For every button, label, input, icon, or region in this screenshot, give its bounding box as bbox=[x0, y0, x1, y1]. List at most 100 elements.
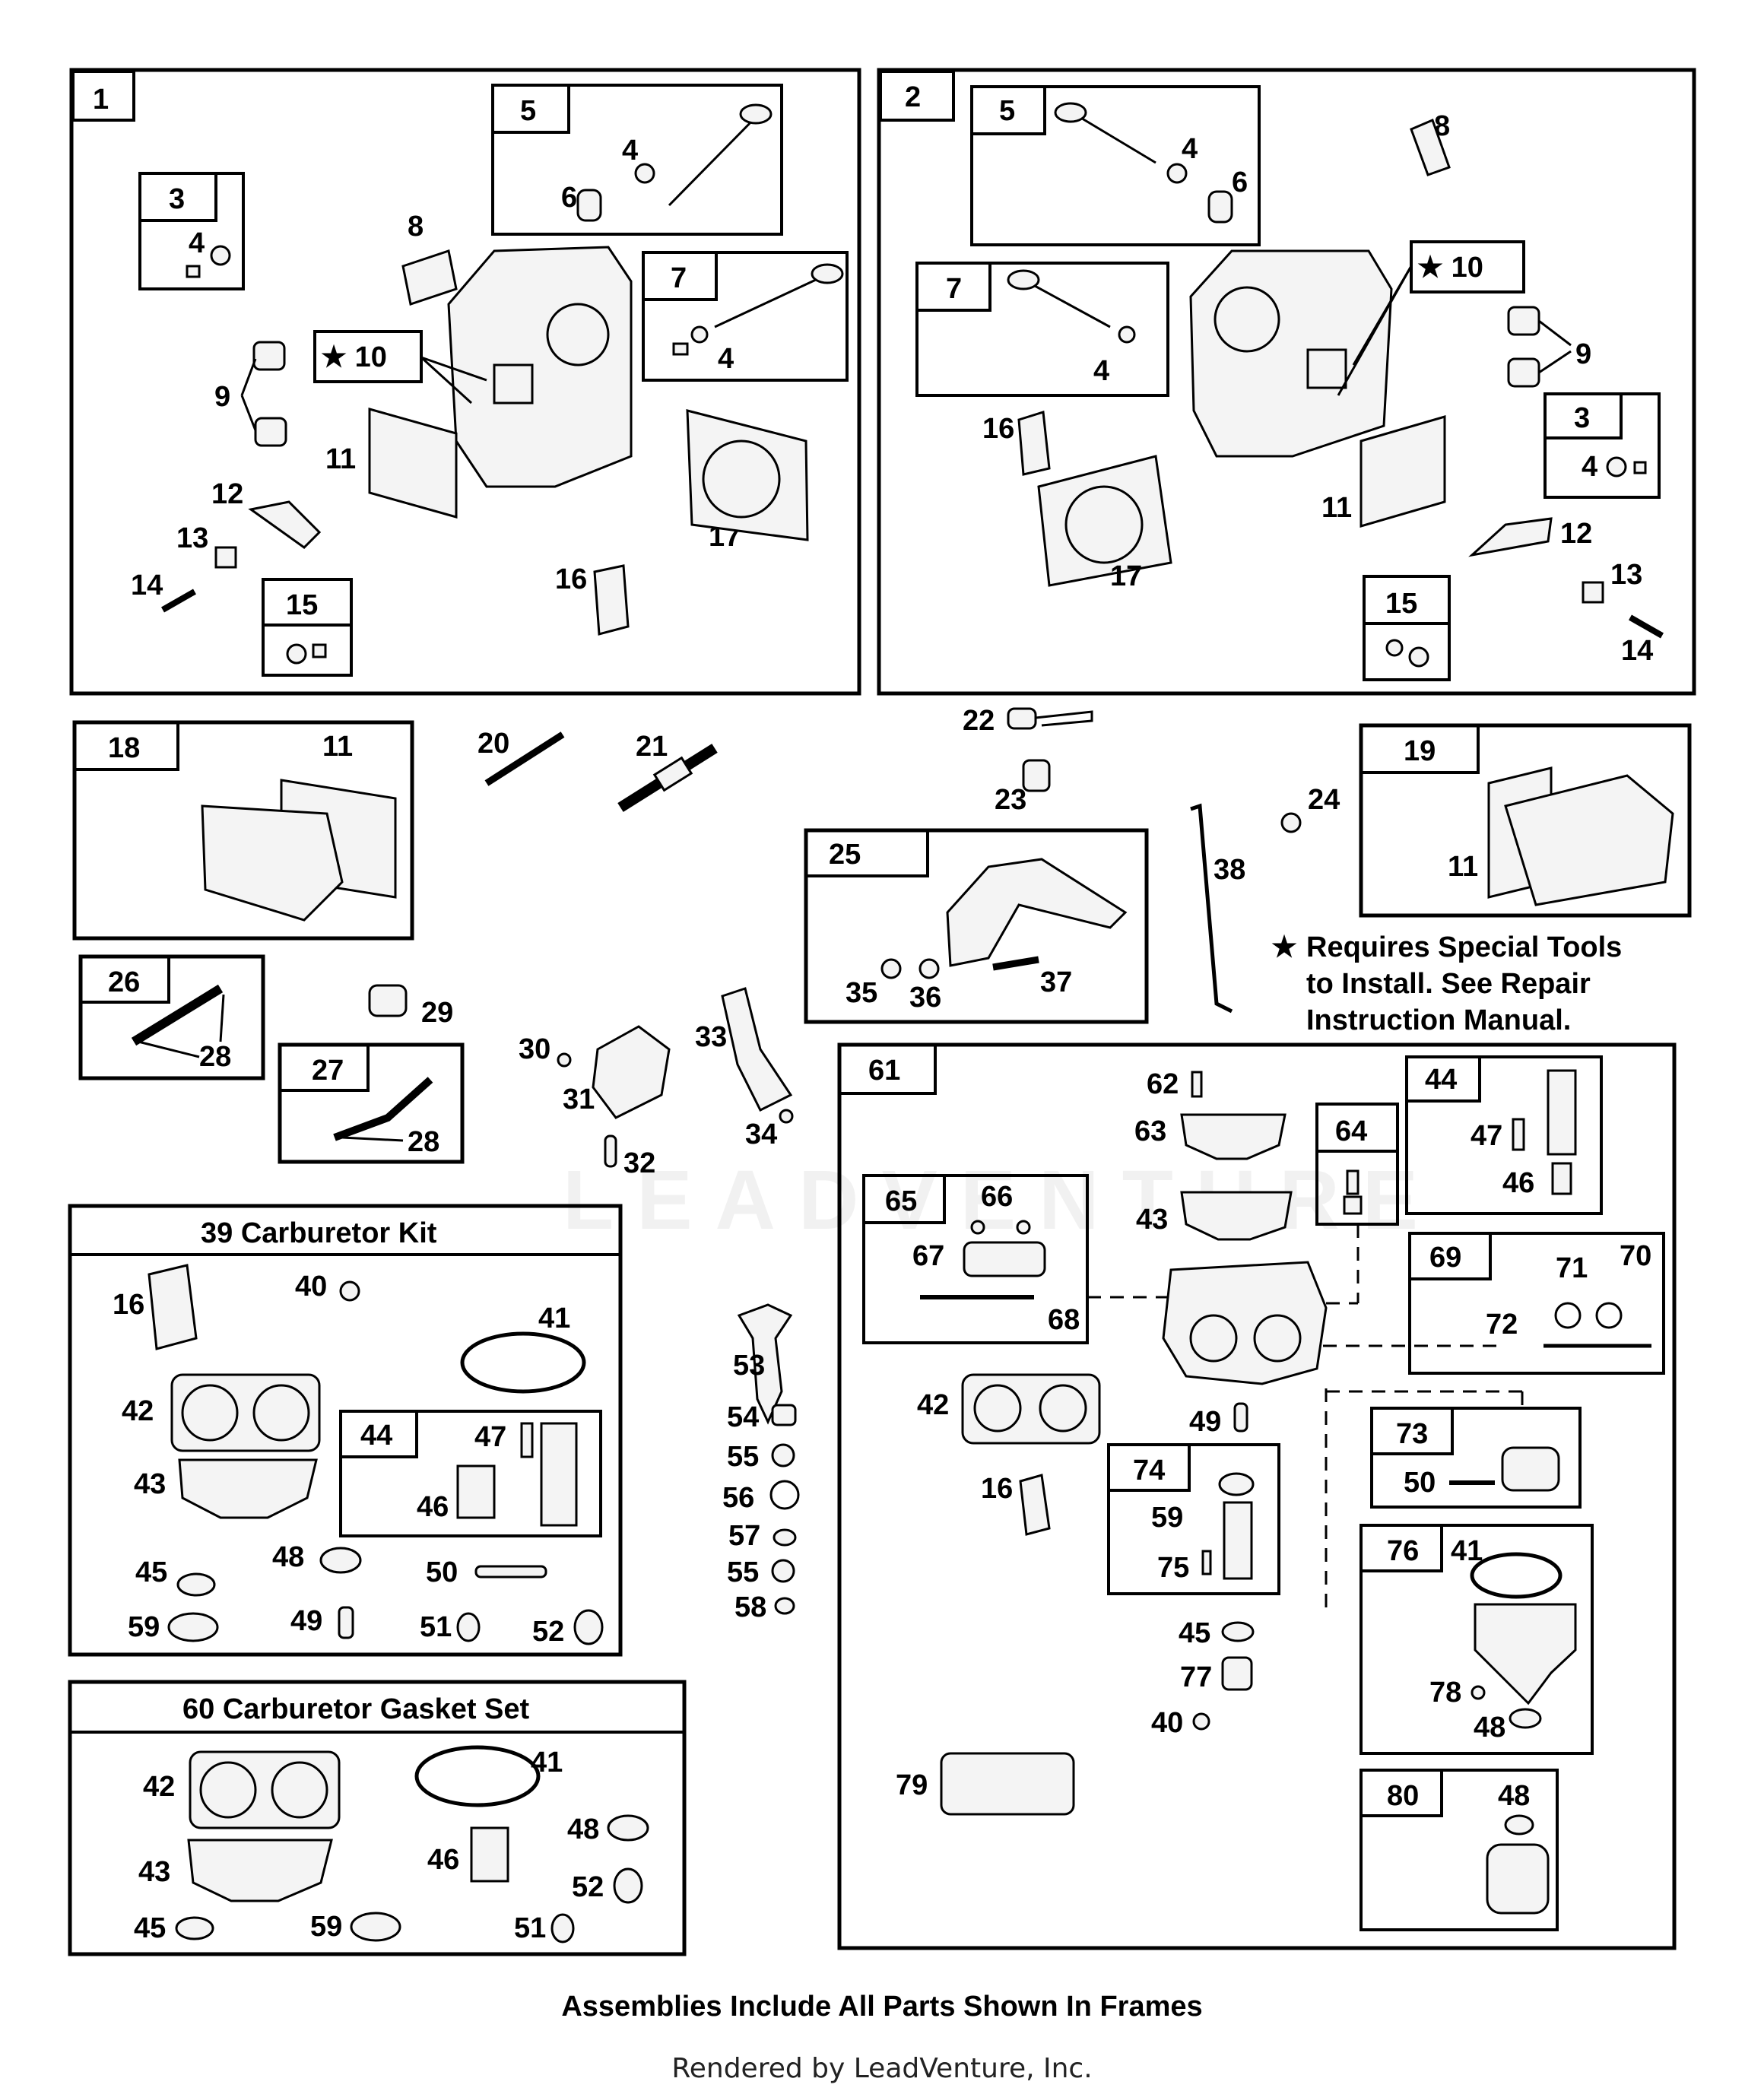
callout-61-46: 46 bbox=[1502, 1167, 1534, 1199]
seal-icon bbox=[1509, 1708, 1542, 1729]
frame-27-fuel-line-assembly[interactable]: 27 28 bbox=[278, 1042, 465, 1164]
rendered-by-credit: Rendered by LeadVenture, Inc. bbox=[671, 2053, 1093, 2084]
callout-f1-6: 6 bbox=[561, 182, 577, 214]
callout-kit-40: 40 bbox=[295, 1271, 327, 1303]
fuel-filter-29[interactable]: 29 bbox=[368, 984, 453, 1029]
rocker-ball-icon bbox=[1582, 581, 1604, 604]
callout-76-48: 48 bbox=[1474, 1712, 1505, 1744]
sub-65-label: 65 bbox=[885, 1185, 917, 1217]
callout-53: 53 bbox=[733, 1350, 765, 1382]
callout-set-52: 52 bbox=[572, 1871, 604, 1903]
callout-kit-51: 51 bbox=[420, 1611, 452, 1643]
loose-parts-20-21[interactable]: 20 21 bbox=[477, 728, 718, 812]
sub-73-label: 73 bbox=[1396, 1418, 1428, 1450]
frame-25-control-bracket-assembly[interactable]: 25 35 36 37 bbox=[804, 828, 1149, 1024]
sub-61-44-label: 44 bbox=[1425, 1064, 1457, 1096]
loose-parts-22-24[interactable]: 22 23 24 bbox=[963, 705, 1340, 833]
seal-icon bbox=[607, 1814, 649, 1842]
air-cleaner-gasket-icon bbox=[1180, 1191, 1293, 1241]
carburetor-gasket-icon bbox=[189, 1750, 341, 1829]
callout-35: 35 bbox=[846, 977, 877, 1009]
callout-27-28: 28 bbox=[408, 1126, 439, 1158]
frame-19-rocker-cover-assembly[interactable]: 19 11 bbox=[1359, 723, 1692, 918]
callout-33: 33 bbox=[695, 1021, 727, 1053]
frame-60-carburetor-gasket-set[interactable]: 60 Carburetor Gasket Set 42 41 43 46 48 … bbox=[68, 1680, 687, 1956]
valve-spring-icon bbox=[252, 341, 286, 371]
rocker-arm-icon bbox=[1468, 517, 1553, 557]
callout-f2-4b: 4 bbox=[1093, 355, 1109, 387]
callout-f1-8: 8 bbox=[408, 211, 424, 243]
screw-icon bbox=[1016, 1220, 1031, 1235]
bracket-33-34[interactable]: 33 34 bbox=[695, 987, 794, 1150]
pin-icon bbox=[604, 1134, 617, 1168]
gasket-plate-icon bbox=[1551, 1162, 1572, 1195]
callout-36: 36 bbox=[909, 982, 941, 1014]
governor-link-38[interactable]: 38 bbox=[1190, 803, 1245, 1014]
callout-f1-9: 9 bbox=[214, 381, 230, 413]
frame-1-cylinder-head-assembly[interactable]: 1 5 4 6 3 4 8 9 ★ 10 bbox=[69, 68, 861, 696]
callout-66: 66 bbox=[981, 1181, 1013, 1213]
rocker-cover-icon bbox=[1504, 774, 1674, 906]
screw-icon bbox=[1201, 1550, 1212, 1575]
frame-26-breather-tube-assembly[interactable]: 26 28 bbox=[78, 954, 265, 1080]
valve-head-icon bbox=[739, 103, 773, 125]
callout-f2-17: 17 bbox=[1110, 560, 1142, 592]
callout-78: 78 bbox=[1429, 1677, 1461, 1709]
callout-set-41: 41 bbox=[531, 1747, 563, 1778]
air-cleaner-gasket-icon bbox=[187, 1839, 333, 1902]
frame-39-carburetor-kit[interactable]: 39 Carburetor Kit 16 40 41 42 43 44 47 4… bbox=[68, 1204, 623, 1657]
carburetor-body-icon bbox=[1162, 1261, 1328, 1385]
washer-icon bbox=[918, 958, 940, 979]
cylinder-head-icon bbox=[447, 246, 633, 488]
intake-gasket-icon bbox=[593, 564, 630, 636]
callout-61-41: 41 bbox=[1451, 1535, 1483, 1567]
frame-2-cylinder-head-assembly[interactable]: 2 5 4 6 8 7 4 ★ 10 9 bbox=[877, 68, 1696, 696]
callout-set-48: 48 bbox=[567, 1813, 599, 1845]
screw-icon bbox=[557, 1052, 572, 1068]
o-ring-set-icon bbox=[1218, 1472, 1255, 1496]
callout-70: 70 bbox=[1620, 1240, 1651, 1272]
callout-f1-12: 12 bbox=[211, 478, 243, 510]
callout-61-49: 49 bbox=[1189, 1406, 1221, 1438]
callout-f1-4c: 4 bbox=[718, 343, 734, 375]
sub-74-label: 74 bbox=[1133, 1455, 1165, 1487]
sub-76-label: 76 bbox=[1387, 1535, 1419, 1567]
fuel-pump-30-32[interactable]: 30 31 32 bbox=[519, 1025, 671, 1179]
seal-icon bbox=[456, 1612, 481, 1642]
callout-77: 77 bbox=[1180, 1661, 1212, 1693]
callout-23: 23 bbox=[995, 784, 1026, 816]
callout-f2-9: 9 bbox=[1575, 338, 1591, 370]
callout-kit-50: 50 bbox=[426, 1556, 458, 1588]
callout-72: 72 bbox=[1486, 1309, 1518, 1341]
callout-f2-6: 6 bbox=[1232, 167, 1248, 198]
nut-icon bbox=[1408, 646, 1429, 668]
cylinder-head-port-icon bbox=[1214, 286, 1280, 353]
rocker-arm-icon bbox=[248, 500, 322, 549]
inlet-needle-icon bbox=[338, 1606, 354, 1639]
sub-64-label: 64 bbox=[1335, 1115, 1367, 1147]
callout-32: 32 bbox=[623, 1147, 655, 1179]
callout-30: 30 bbox=[519, 1033, 550, 1065]
callout-set-42: 42 bbox=[143, 1771, 175, 1803]
callout-kit-49: 49 bbox=[290, 1605, 322, 1637]
throttle-shaft-icon bbox=[737, 1303, 793, 1425]
seal-icon bbox=[613, 1867, 643, 1904]
callout-f2-13: 13 bbox=[1610, 559, 1642, 591]
callout-f2-11: 11 bbox=[1321, 492, 1352, 524]
callout-75: 75 bbox=[1157, 1552, 1189, 1584]
frame-61-carburetor-assembly[interactable]: 61 62 63 43 64 44 47 46 65 66 67 68 bbox=[837, 1042, 1677, 1950]
callout-68: 68 bbox=[1048, 1304, 1080, 1336]
callout-kit-42: 42 bbox=[122, 1395, 154, 1427]
frame-2-sub-5-label: 5 bbox=[999, 95, 1015, 127]
callout-18-11: 11 bbox=[322, 731, 353, 763]
throttle-shaft-parts-53-58[interactable]: 53 54 55 56 57 55 58 bbox=[722, 1303, 800, 1623]
frame-18-rocker-cover-assembly[interactable]: 18 11 bbox=[72, 720, 414, 941]
callout-kit-59: 59 bbox=[128, 1611, 160, 1643]
main-jet-icon bbox=[1343, 1195, 1363, 1215]
fuel-filter-icon bbox=[368, 984, 408, 1017]
callout-20: 20 bbox=[477, 728, 509, 760]
fuel-pump-icon bbox=[592, 1025, 671, 1119]
callout-kit-47: 47 bbox=[474, 1421, 506, 1453]
frame-2-sub-7-label: 7 bbox=[946, 273, 962, 305]
gasket-plate-icon bbox=[470, 1826, 509, 1883]
